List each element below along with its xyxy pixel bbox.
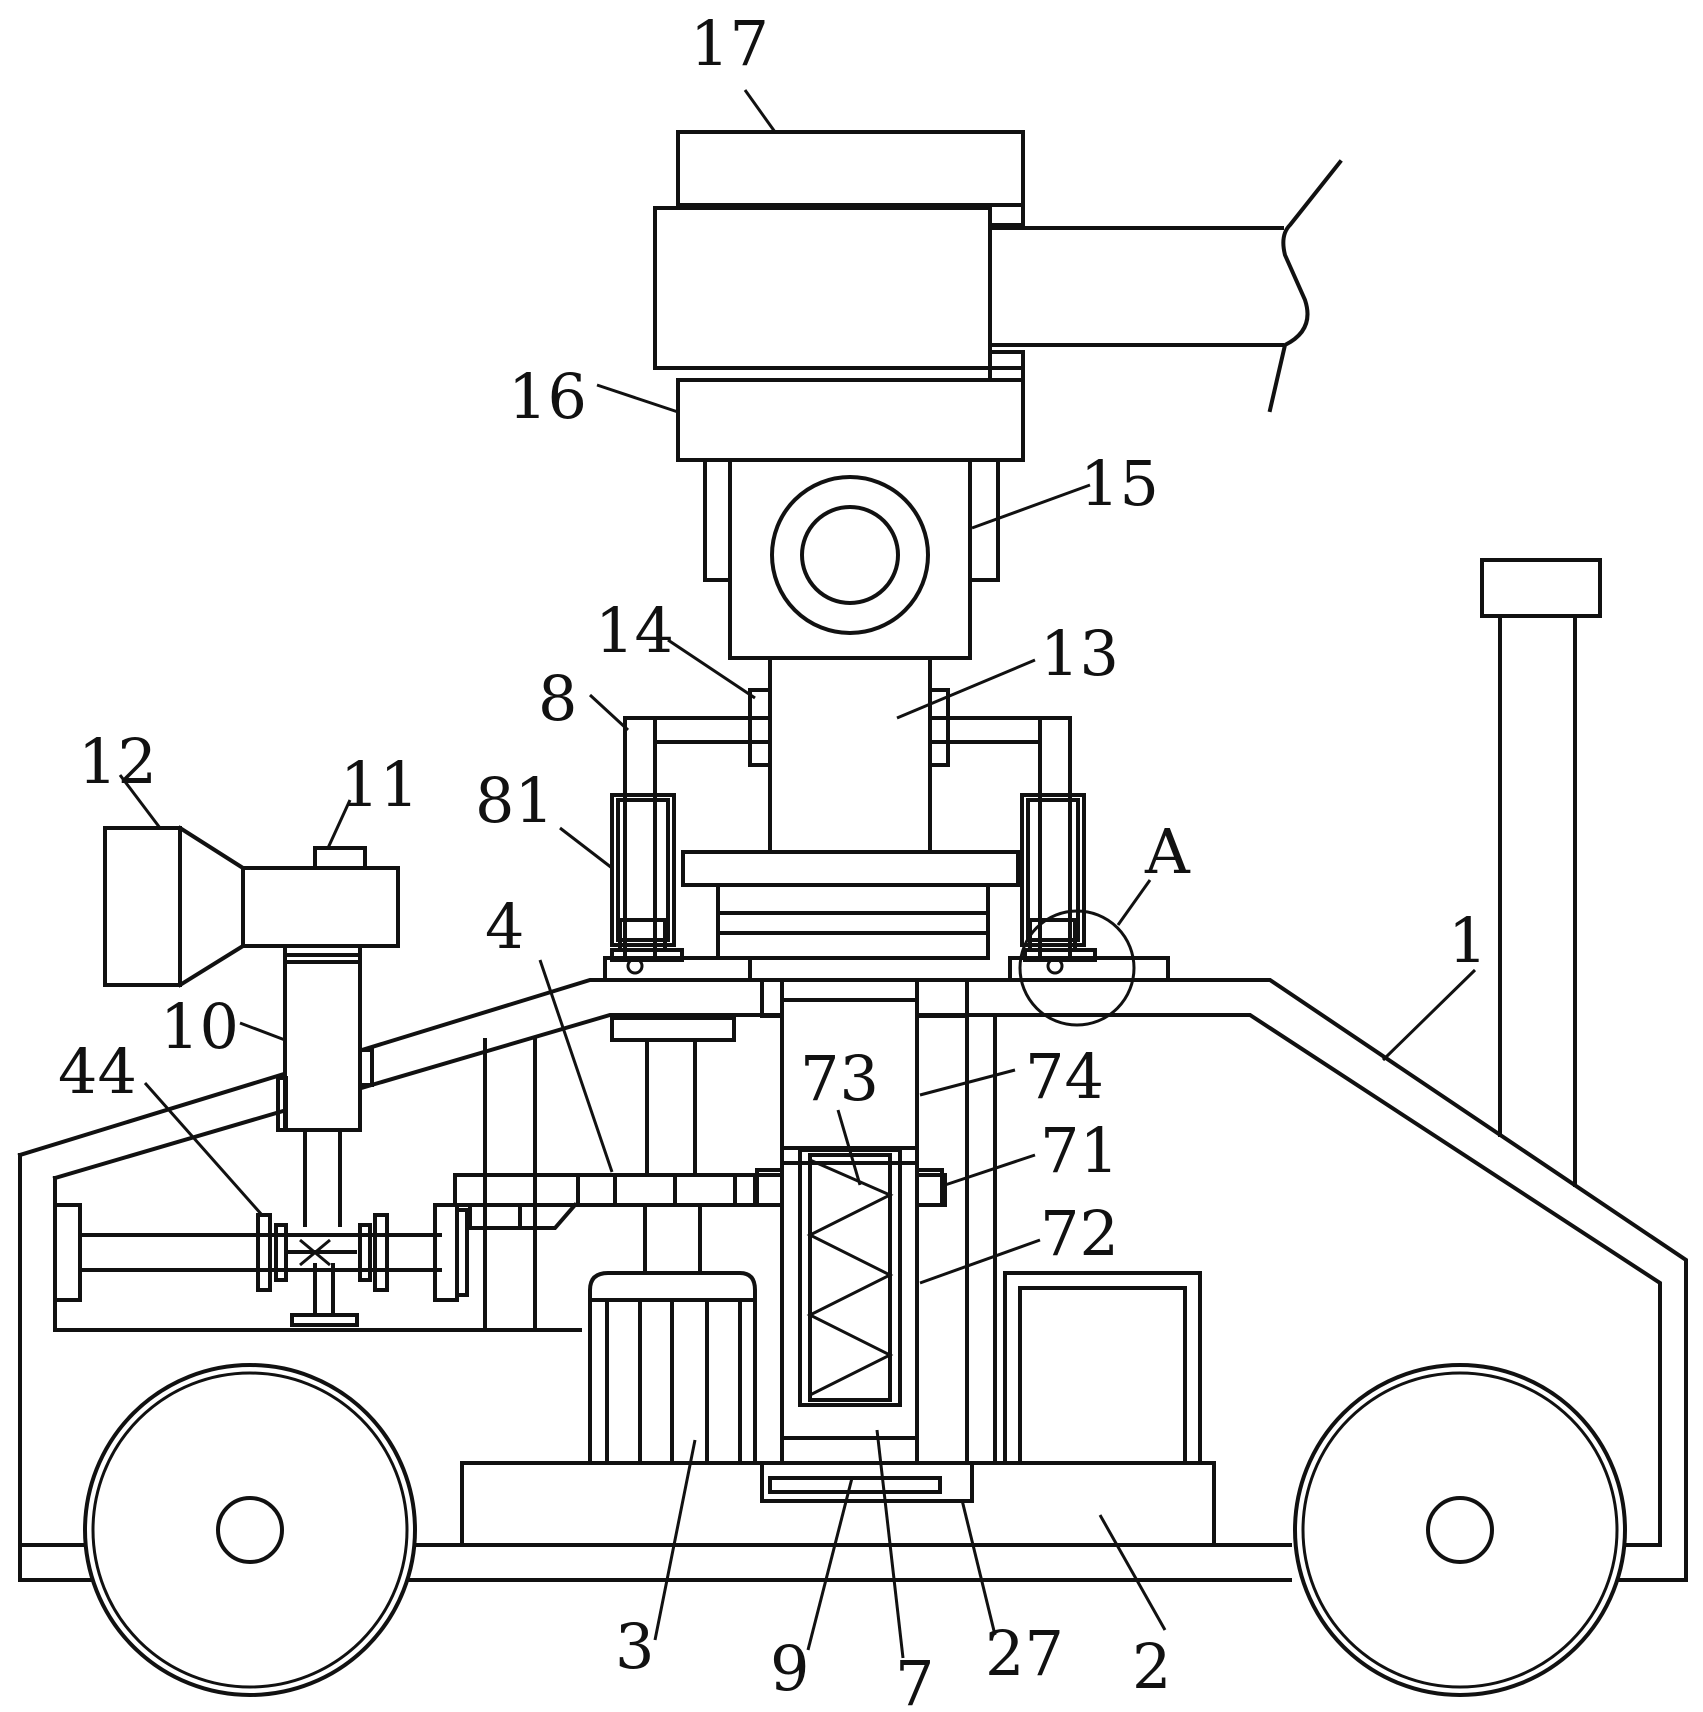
label-1: 1 xyxy=(1448,904,1487,977)
rear-mast xyxy=(1480,558,1602,1187)
label-3: 3 xyxy=(615,1610,654,1683)
label-13: 13 xyxy=(1040,617,1119,690)
label-17: 17 xyxy=(690,7,769,80)
label-12: 12 xyxy=(78,725,157,798)
label-9: 9 xyxy=(770,1632,809,1705)
support-columns xyxy=(483,1016,757,1465)
left-camera xyxy=(103,825,245,988)
label-8: 8 xyxy=(538,662,577,735)
rear-wheel xyxy=(1293,1363,1627,1697)
label-4: 4 xyxy=(485,890,524,963)
label-15: 15 xyxy=(1080,447,1159,520)
vehicle-body xyxy=(17,978,1688,1582)
label-11: 11 xyxy=(340,748,419,821)
label-27: 27 xyxy=(985,1617,1064,1690)
label-71: 71 xyxy=(1040,1114,1119,1187)
detail-circle-a xyxy=(1018,909,1136,1027)
label-A: A xyxy=(1144,815,1191,888)
left-motor xyxy=(241,846,400,957)
rotary-head xyxy=(703,458,1000,660)
camera-mount xyxy=(653,130,1343,462)
right-box xyxy=(1003,1271,1202,1465)
part-labels: 17 16 15 14 13 8 81 12 11 4 A 1 10 44 73… xyxy=(58,7,1487,1712)
label-2: 2 xyxy=(1132,1630,1171,1703)
label-81: 81 xyxy=(475,764,554,837)
label-72: 72 xyxy=(1040,1197,1119,1270)
front-wheel xyxy=(83,1363,417,1697)
label-7: 7 xyxy=(895,1647,934,1712)
label-16: 16 xyxy=(508,360,587,433)
label-10: 10 xyxy=(160,990,239,1063)
label-73: 73 xyxy=(800,1042,879,1115)
platform-stack xyxy=(681,850,1020,960)
central-post xyxy=(748,656,950,854)
left-bracket xyxy=(603,716,772,982)
rack-bar xyxy=(453,1173,947,1230)
horizontal-shaft xyxy=(53,1203,469,1327)
label-14: 14 xyxy=(595,594,674,667)
label-74: 74 xyxy=(1025,1040,1104,1113)
leader-lines xyxy=(118,89,1477,1659)
label-44: 44 xyxy=(58,1035,137,1108)
left-column xyxy=(276,953,374,1227)
lift-column xyxy=(755,978,997,1465)
